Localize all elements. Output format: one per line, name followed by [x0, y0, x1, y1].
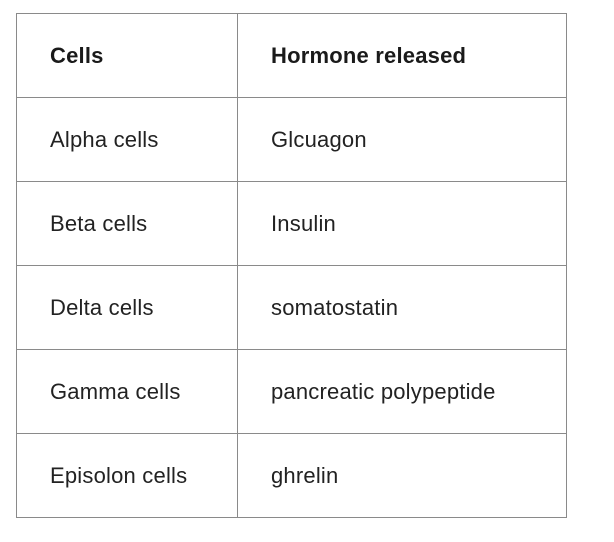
hormone-name: pancreatic polypeptide [237, 349, 567, 434]
table-header-row: Cells Hormone released [16, 13, 567, 98]
cell-name: Beta cells [16, 181, 238, 266]
cell-name: Episolon cells [16, 433, 238, 518]
cell-name: Delta cells [16, 265, 238, 350]
hormone-name: ghrelin [237, 433, 567, 518]
table-row: Gamma cells pancreatic polypeptide [16, 349, 567, 434]
header-cells: Cells [16, 13, 238, 98]
hormone-name: Insulin [237, 181, 567, 266]
hormone-name: somatostatin [237, 265, 567, 350]
cell-name: Alpha cells [16, 97, 238, 182]
cell-name: Gamma cells [16, 349, 238, 434]
header-hormone-released: Hormone released [237, 13, 567, 98]
cells-hormone-table: Cells Hormone released Alpha cells Glcua… [16, 13, 567, 518]
hormone-name: Glcuagon [237, 97, 567, 182]
table-container: Cells Hormone released Alpha cells Glcua… [16, 13, 567, 518]
table-row: Delta cells somatostatin [16, 265, 567, 350]
table-row: Alpha cells Glcuagon [16, 97, 567, 182]
table-row: Episolon cells ghrelin [16, 433, 567, 518]
table-row: Beta cells Insulin [16, 181, 567, 266]
